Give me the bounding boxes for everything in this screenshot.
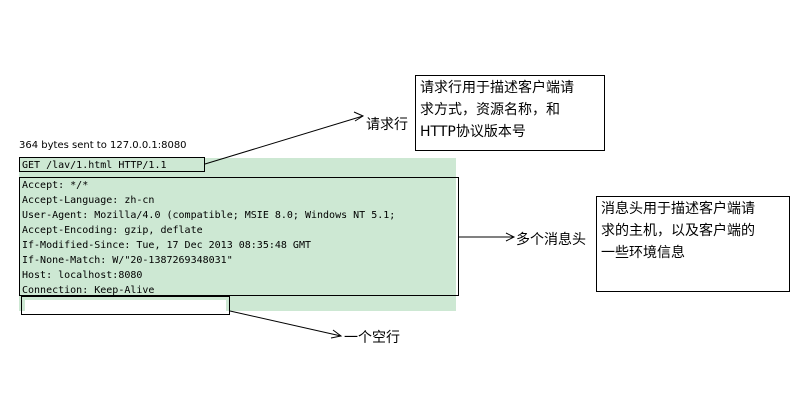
header-line: Host: localhost:8080 [22, 270, 143, 281]
note-line: 一些环境信息 [601, 245, 685, 261]
arrowhead-headers [505, 232, 516, 242]
note-line: 消息头用于描述客户端请 [601, 201, 755, 217]
note-line: 请求行用于描述客户端请 [420, 80, 574, 96]
note-line: 求的主机，以及客户端的 [601, 223, 755, 239]
request-line-label: 请求行 [366, 117, 408, 133]
headers-box: Accept: */* Accept-Language: zh-cn User-… [19, 177, 459, 296]
note-line: 求方式，资源名称，和 [420, 102, 560, 118]
arrow-request-line [204, 115, 364, 165]
headers-note: 消息头用于描述客户端请 求的主机，以及客户端的 一些环境信息 [596, 196, 790, 292]
empty-line-box [21, 296, 230, 315]
empty-line-fill [25, 300, 226, 311]
arrowhead-request-line [353, 111, 365, 122]
note-line: HTTP协议版本号 [420, 124, 526, 140]
header-line: If-Modified-Since: Tue, 17 Dec 2013 08:3… [22, 240, 311, 251]
header-line: User-Agent: Mozilla/4.0 (compatible; MSI… [22, 210, 396, 221]
header-line: If-None-Match: W/"20-1387269348031" [22, 255, 233, 266]
bytes-sent-caption: 364 bytes sent to 127.0.0.1:8080 [19, 140, 187, 151]
header-line: Accept: */* [22, 180, 89, 191]
arrowhead-empty-line [330, 329, 343, 339]
arrow-empty-line [229, 310, 342, 337]
request-panel-background [19, 158, 456, 311]
request-line-note: 请求行用于描述客户端请 求方式，资源名称，和 HTTP协议版本号 [415, 75, 605, 151]
headers-label: 多个消息头 [516, 232, 586, 248]
header-line: Connection: Keep-Alive [22, 285, 155, 296]
empty-line-label: 一个空行 [344, 330, 400, 346]
header-line: Accept-Encoding: gzip, deflate [22, 225, 203, 236]
header-line: Accept-Language: zh-cn [22, 195, 155, 206]
request-line-box: GET /lav/1.html HTTP/1.1 [19, 157, 205, 172]
